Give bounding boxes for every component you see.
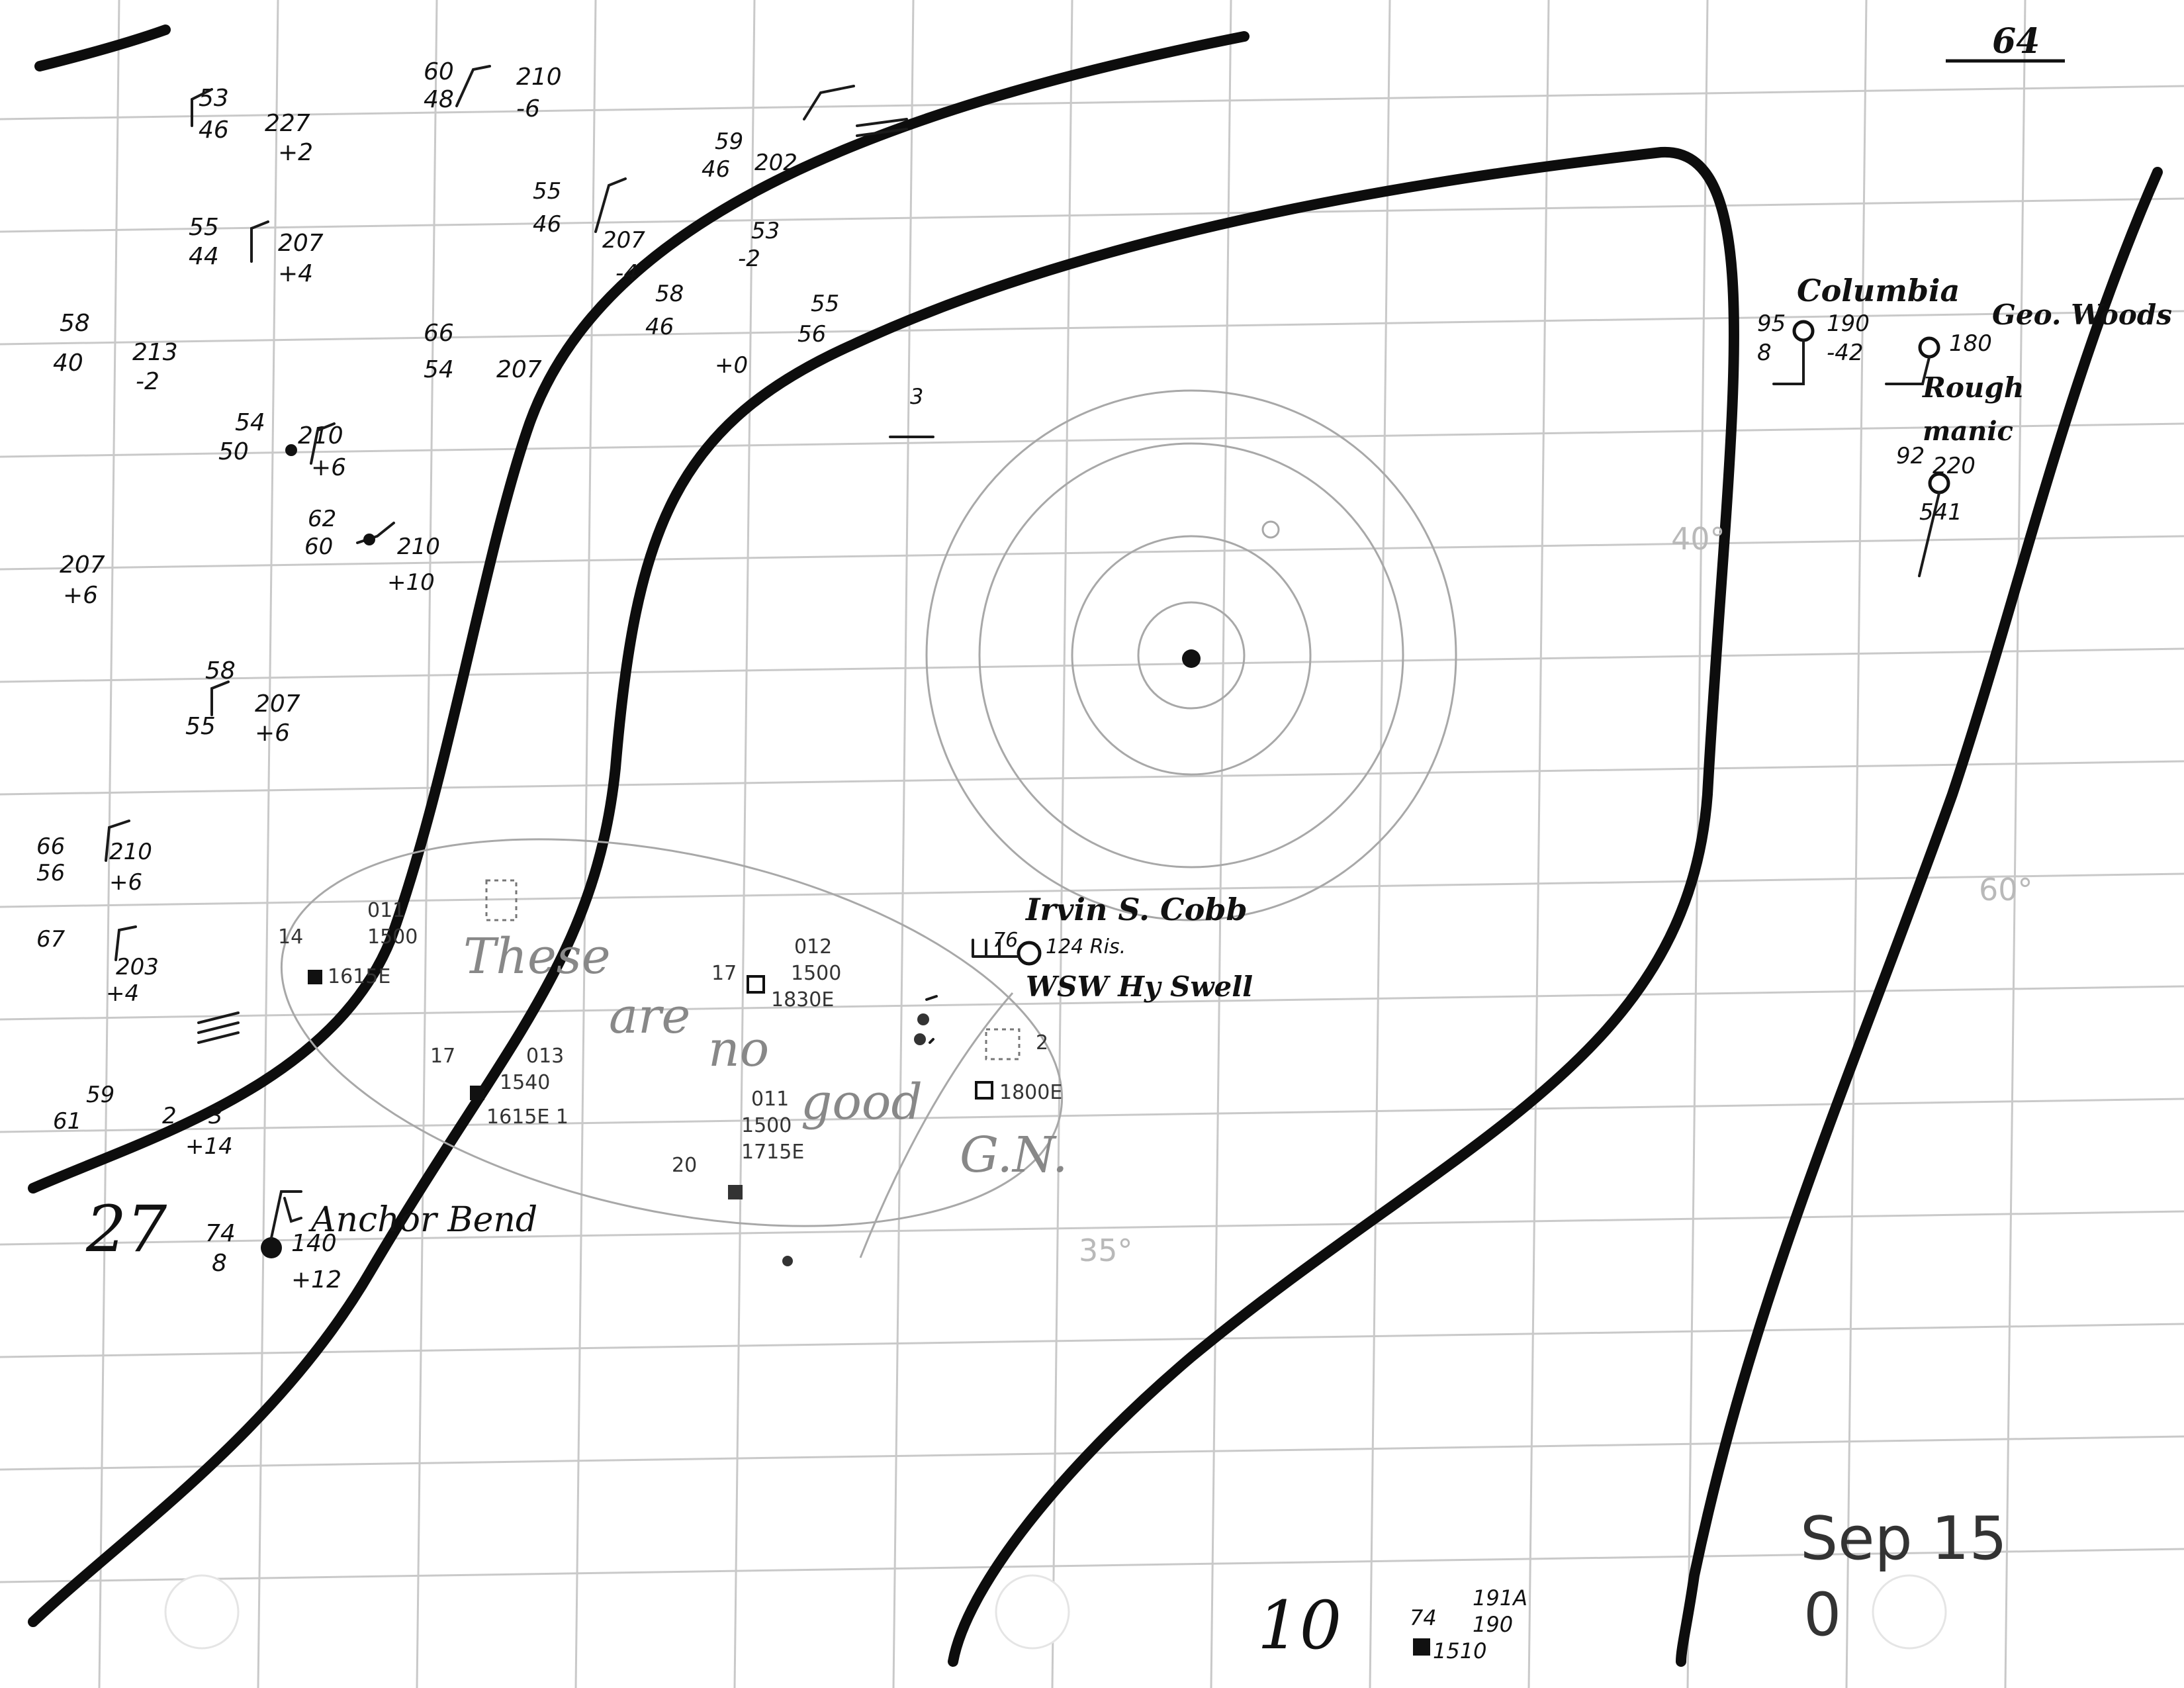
station-plot: 66 54 207: [424, 320, 542, 383]
lat-label-60: 60°: [1979, 872, 2033, 908]
storm-center-icon: [1182, 649, 1201, 668]
station-plot: 60 48 210 -6: [424, 58, 569, 122]
station-plot: 66 56 210 +6: [36, 833, 159, 896]
station-plot: 55 56: [797, 291, 846, 348]
ship-label-geo-woods: Geo. Woods: [1992, 299, 2172, 331]
coded-plot: 20 011 1500 1715E: [672, 1088, 804, 1177]
lat-label-40: 40°: [1671, 521, 1725, 557]
station-plot: 55 44 207 +4: [189, 214, 331, 287]
station-plot: 59 46 202: [702, 128, 797, 183]
station-plot: 54 50 210 +6: [218, 409, 351, 481]
ship-values-geo-woods: 180: [1949, 330, 1992, 357]
ship-values-columbia: 95 8 190 -42: [1757, 310, 1877, 366]
ship-label-manic: manic: [1923, 416, 2013, 447]
station-plot: 58 55 207 +6: [185, 657, 308, 747]
station-plot: 55 46 207 -4: [533, 178, 653, 287]
ship-station-icon: [1792, 320, 1815, 342]
coded-plots: 14 011 1500 1615E 17 013 1540 1615E 1 17…: [278, 879, 1062, 1199]
lat-label-35: 35°: [1079, 1233, 1133, 1268]
ship-values-anchor-bend: 74 8 140 +12: [205, 1220, 344, 1293]
bottom-number: 10: [1257, 1587, 1342, 1664]
date-label: Sep 15: [1800, 1504, 2007, 1573]
station-plot: 53 -2: [738, 218, 787, 272]
ship-station-icon: [261, 1237, 282, 1258]
coded-plot: 17 013 1540 1615E 1: [430, 1045, 570, 1129]
coded-plot: 74 191A 190 1510: [1410, 1585, 1534, 1664]
station-markers: [261, 320, 1950, 1266]
station-plot: 58 46 +0: [645, 281, 748, 379]
station-plots: 53 46 227 +2 60 48 210 -6 55 44 207 +4 5…: [36, 58, 934, 1160]
station-plot: 62 60 210 +10: [304, 506, 447, 596]
ship-station-icon: [1918, 336, 1940, 359]
coded-plot: 2 1800E: [999, 1031, 1062, 1104]
ship-label-anchor-bend: Anchor Bend: [308, 1200, 537, 1240]
station-dot-icon: [363, 534, 375, 545]
wind-barbs: [105, 65, 908, 1223]
date-hour: 0: [1803, 1580, 1841, 1650]
station-plot: 53 46 227 +2: [199, 85, 318, 166]
ship-station-icon: [1017, 941, 1042, 966]
station-dot-icon: [285, 444, 297, 456]
ship-label-irvin-cobb: Irvin S. Cobb: [1024, 892, 1248, 927]
pencil-ellipse: [280, 838, 1064, 1227]
pencil-note: These are no good G.N.: [463, 928, 1068, 1184]
station-plot: 3: [910, 384, 923, 409]
station-plot: 207 +6: [60, 551, 113, 609]
binder-holes: [164, 1574, 1947, 1650]
coded-plot: 17 012 1500 1830E: [711, 935, 848, 1011]
station-plot: 59 61 2 3 +14: [53, 1082, 233, 1160]
station-plot: 67 203 +4: [36, 926, 166, 1007]
station-plot: 58 40 213 -2: [53, 310, 185, 395]
page-number: 64: [1992, 21, 2040, 62]
bottom-plot: 74 191A 190 1510: [1410, 1585, 1534, 1664]
storm-circles: [859, 389, 1457, 1258]
coded-plot: 14 011 1500 1615E: [278, 899, 424, 988]
front-lines: [28, 24, 2163, 1667]
ship-values-manic: 92 220 541: [1896, 443, 1983, 526]
ship-values-irvin-cobb: 76 124 Ris.: [993, 929, 1126, 959]
wsw-note: WSW Hy Swell: [1026, 970, 1253, 1003]
station-dot-icon: [782, 1256, 793, 1266]
ship-label-rough: Rough: [1922, 371, 2024, 404]
big-number: 27: [85, 1192, 167, 1266]
ship-label-columbia: Columbia: [1797, 273, 1960, 308]
